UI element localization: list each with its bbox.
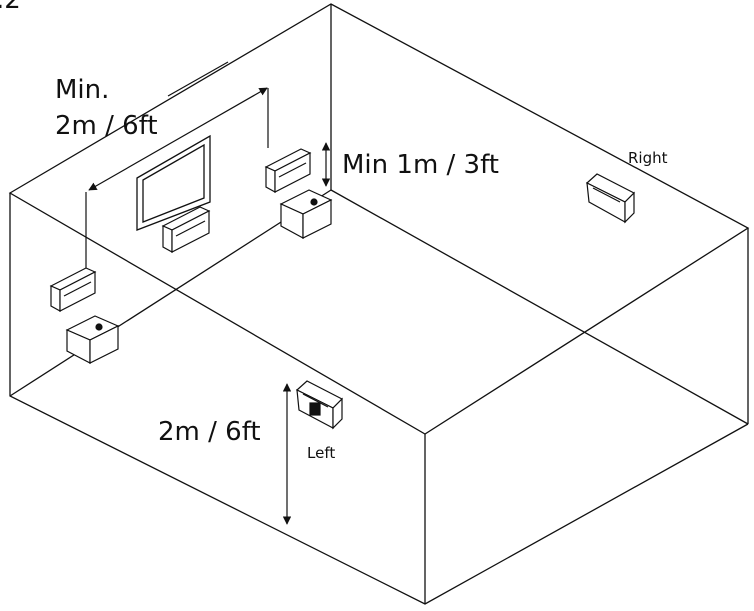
left-front-speaker-icon bbox=[65, 315, 120, 364]
label-height: 2m / 6ft bbox=[158, 417, 261, 447]
room-front-edges bbox=[9, 193, 749, 605]
right-front-speaker-icon bbox=[279, 189, 333, 240]
label-min-height: Min 1m / 3ft bbox=[342, 150, 499, 180]
label-left: Left bbox=[307, 444, 336, 462]
center-speaker-icon bbox=[161, 206, 211, 254]
width-dimension bbox=[85, 61, 269, 268]
room-box bbox=[8, 3, 750, 605]
right-surround-speaker-icon bbox=[585, 173, 636, 224]
room-ceiling bbox=[8, 3, 750, 435]
floor-back-left bbox=[9, 189, 332, 397]
label-min: Min. bbox=[55, 75, 110, 105]
figure-corner-fragment: .2 bbox=[0, 0, 21, 15]
floor-back-right bbox=[330, 189, 749, 425]
left-front-high-speaker-icon bbox=[49, 267, 97, 313]
label-min-distance: 2m / 6ft bbox=[55, 111, 158, 141]
tv-icon bbox=[136, 134, 211, 231]
label-right: Right bbox=[628, 149, 668, 167]
left-surround-speaker-icon bbox=[295, 380, 344, 430]
right-front-high-speaker-icon bbox=[264, 148, 312, 194]
